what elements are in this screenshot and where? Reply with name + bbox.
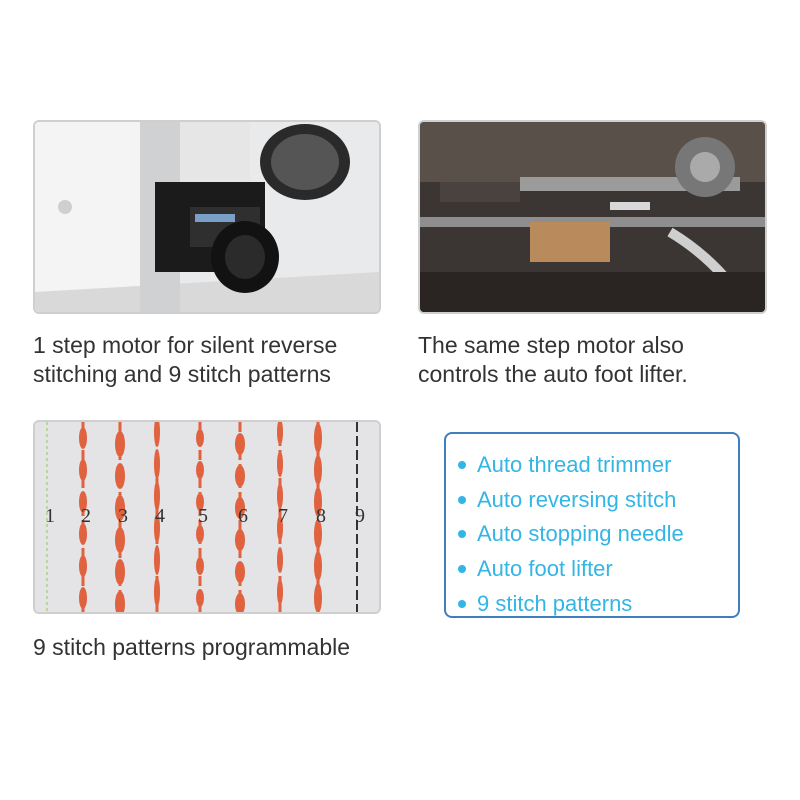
stitch-mark <box>277 547 283 573</box>
bullet-icon <box>458 530 466 539</box>
stitch-mark <box>154 449 160 479</box>
feature-item: Auto foot lifter <box>458 552 738 587</box>
bullet-icon <box>458 461 466 470</box>
bullet-icon <box>458 565 466 574</box>
stitch-mark <box>235 433 245 455</box>
stitch-mark <box>154 513 160 543</box>
stitch-mark <box>79 459 87 481</box>
stitch-mark <box>115 559 125 585</box>
stitch-number: 6 <box>238 505 248 527</box>
feature-label: Auto reversing stitch <box>477 486 677 512</box>
features-box: Auto thread trimmer Auto reversing stitc… <box>444 432 740 618</box>
stitch-mark <box>196 525 204 543</box>
stitch-mark <box>314 423 322 453</box>
stitch-number: 8 <box>316 505 326 527</box>
stitch-mark <box>314 455 322 485</box>
bullet-icon <box>458 599 466 608</box>
step-motor-photo <box>33 120 381 314</box>
stitch-mark <box>79 427 87 449</box>
stitch-mark <box>277 483 283 509</box>
stitch-mark <box>196 557 204 575</box>
bullet-icon <box>458 495 466 504</box>
stitch-number: 2 <box>81 505 91 527</box>
stitch-mark <box>196 493 204 511</box>
stitch-number: 7 <box>278 505 288 527</box>
foot-lifter-photo <box>418 120 767 314</box>
stitch-mark <box>115 431 125 457</box>
stitch-mark <box>154 545 160 575</box>
stitch-mark <box>115 495 125 521</box>
stitch-mark <box>314 551 322 581</box>
caption-stitch-patterns: 9 stitch patterns programmable <box>33 634 351 660</box>
feature-item: Auto reversing stitch <box>458 483 738 518</box>
feature-label: Auto foot lifter <box>477 556 613 582</box>
stitch-mark <box>314 519 322 549</box>
stitch-mark <box>235 529 245 551</box>
stitch-mark <box>79 491 87 513</box>
feature-label: Auto thread trimmer <box>477 452 672 478</box>
stitch-mark <box>115 591 125 612</box>
stitch-mark <box>79 587 87 609</box>
stitch-patterns-photo: 1 2 3 4 5 6 7 8 9 <box>33 420 381 614</box>
stitch-mark <box>196 461 204 479</box>
feature-item: Auto thread trimmer <box>458 448 738 483</box>
stitch-number: 4 <box>155 505 165 527</box>
stitch-mark <box>277 515 283 541</box>
stitch-mark <box>314 487 322 517</box>
caption-foot-lifter: The same step motor also controls the au… <box>418 332 688 387</box>
stitch-number: 3 <box>118 505 128 527</box>
stitch-number: 5 <box>198 505 208 527</box>
stitch-mark <box>235 497 245 519</box>
feature-item: Auto stopping needle <box>458 517 738 552</box>
stitch-mark <box>79 523 87 545</box>
stitch-mark <box>235 561 245 583</box>
feature-label: 9 stitch patterns <box>477 590 633 616</box>
stitch-mark <box>277 451 283 477</box>
stitch-mark <box>314 583 322 612</box>
stitch-mark <box>196 589 204 607</box>
stitch-mark <box>235 593 245 612</box>
stitch-mark <box>115 527 125 553</box>
stitch-mark <box>154 481 160 511</box>
stitch-number: 1 <box>45 505 55 527</box>
feature-item: 9 stitch patterns <box>458 586 738 621</box>
caption-step-motor: 1 step motor for silent reverse stitchin… <box>33 332 338 387</box>
stitch-mark <box>154 577 160 607</box>
stitch-mark <box>235 465 245 487</box>
stitch-mark <box>79 555 87 577</box>
stitch-number: 9 <box>355 505 365 527</box>
stitch-mark <box>154 422 160 447</box>
stitch-mark <box>115 463 125 489</box>
stitch-mark <box>277 422 283 445</box>
stitch-mark <box>196 429 204 447</box>
stitch-mark <box>277 579 283 605</box>
feature-label: Auto stopping needle <box>477 521 684 547</box>
